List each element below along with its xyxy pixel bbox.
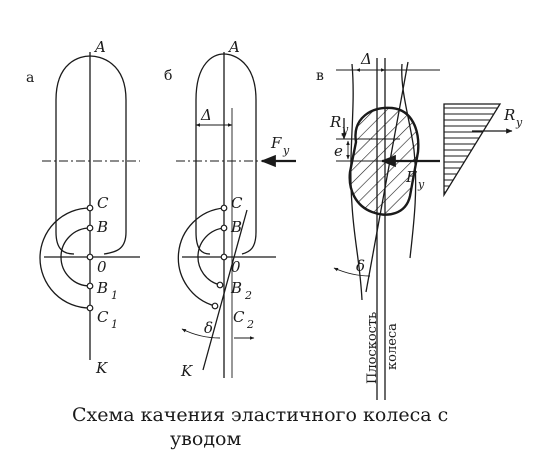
panel-c-angle-label: δ bbox=[356, 257, 365, 275]
panel-a-outer-arc bbox=[39, 207, 91, 309]
panel-a-label-c1: C bbox=[97, 308, 109, 326]
panel-b-tire-outline bbox=[195, 53, 257, 255]
panel-b-point-o bbox=[220, 253, 228, 261]
panel-c-tag: в bbox=[316, 68, 324, 84]
panel-b-label-c2: C bbox=[233, 308, 245, 326]
panel-b-label-o: 0 bbox=[231, 258, 241, 276]
panel-c-reaction-sub: у bbox=[341, 123, 349, 136]
panel-a-tag: а bbox=[26, 70, 34, 86]
panel-b-force-label: F bbox=[270, 134, 282, 152]
panel-c: в Δ R у е F у δ Плоскость колеса bbox=[316, 50, 523, 400]
caption-line-2: уводом bbox=[170, 428, 241, 450]
panel-c-tire-outline bbox=[350, 63, 363, 301]
panel-b-outer-arc bbox=[177, 207, 225, 307]
panel-a-inner-arc bbox=[60, 227, 91, 287]
panel-a-point-c bbox=[86, 204, 94, 212]
panel-b-angle-label: δ bbox=[204, 319, 213, 337]
panel-a-label-bottom: K bbox=[95, 359, 108, 377]
panel-b-label-c: C bbox=[231, 194, 243, 212]
panel-a-label-b1-sub: 1 bbox=[111, 289, 118, 302]
panel-b-force-sub: у bbox=[282, 144, 290, 157]
panel-b-slip-line bbox=[202, 209, 248, 371]
panel-a-label-top: A bbox=[93, 38, 106, 56]
panel-b-tire-bottom bbox=[195, 231, 211, 255]
panel-c-plane-label-1: Плоскость bbox=[365, 312, 380, 384]
panel-c-delta-label: Δ bbox=[360, 50, 372, 68]
panel-b: б Δ F у δ A C B 0 B 2 C 2 K bbox=[164, 38, 296, 380]
panel-a-label-b1: B bbox=[96, 279, 108, 297]
panel-b-delta-label: Δ bbox=[200, 106, 212, 124]
panel-a-label-c1-sub: 1 bbox=[111, 318, 118, 331]
panel-a-label-o: 0 bbox=[97, 258, 107, 276]
panel-b-tag: б bbox=[164, 68, 172, 84]
panel-c-force-label: F bbox=[405, 168, 417, 186]
panel-c-plane-label-2: колеса bbox=[385, 323, 400, 370]
panel-a-point-b bbox=[86, 224, 94, 232]
panel-a-point-o bbox=[86, 253, 94, 261]
panel-a-point-b1 bbox=[86, 282, 94, 290]
panel-a-tire-outline bbox=[55, 55, 127, 255]
panel-b-label-b: B bbox=[230, 218, 242, 236]
panel-b-angle-arc bbox=[181, 328, 221, 339]
panel-a-point-c1 bbox=[86, 304, 94, 312]
panel-c-reaction-label: R bbox=[329, 113, 341, 131]
panel-b-label-b2: B bbox=[230, 279, 242, 297]
panel-c-angle-arc bbox=[333, 267, 371, 277]
panel-b-label-b2-sub: 2 bbox=[244, 289, 252, 302]
panel-a: а A C B 0 B 1 C 1 K bbox=[26, 38, 140, 377]
panel-c-wheel-plane bbox=[365, 61, 409, 293]
panel-b-point-b2 bbox=[216, 281, 224, 289]
panel-c-diagram-label: R bbox=[503, 106, 515, 124]
panel-c-reaction-diagram: R у bbox=[443, 103, 523, 198]
panel-a-label-c: C bbox=[97, 194, 109, 212]
caption-line-1: Схема качения эластичного колеса с bbox=[72, 404, 448, 426]
panel-b-point-c2 bbox=[211, 302, 219, 310]
panel-b-point-c bbox=[220, 204, 228, 212]
panel-c-force-sub: у bbox=[417, 178, 425, 191]
panel-c-offset-label: е bbox=[334, 142, 343, 160]
panel-a-label-b: B bbox=[96, 218, 108, 236]
panel-b-label-c2-sub: 2 bbox=[246, 318, 254, 331]
panel-b-label-top: A bbox=[227, 38, 240, 56]
panel-b-point-b bbox=[220, 224, 228, 232]
panel-b-inner-arc bbox=[197, 227, 225, 286]
panel-b-label-bottom: K bbox=[180, 362, 193, 380]
panel-c-diagram-sub: у bbox=[515, 116, 523, 129]
